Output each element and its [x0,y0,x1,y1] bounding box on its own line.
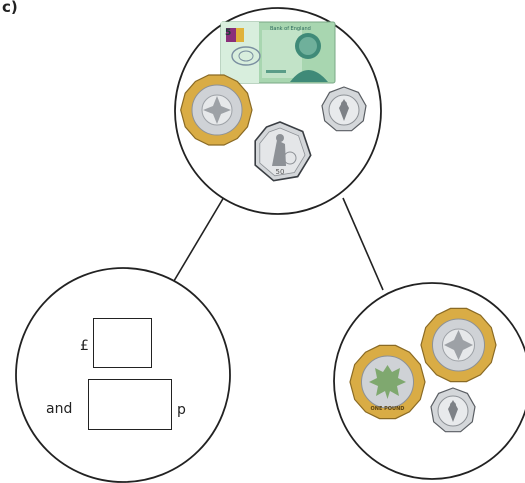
pence-symbol: p [177,402,186,418]
question-label: c) [2,0,18,16]
pence-answer-box[interactable] [88,379,172,430]
connector-line-right [342,197,384,291]
five-pound-note: 5 Bank of England [220,21,336,84]
fifty-pence-coin: 50 [254,121,312,182]
part-circle-left [15,267,231,483]
and-label: and [46,401,73,417]
pounds-answer-box[interactable] [93,318,152,368]
svg-text:5: 5 [225,28,231,38]
pound-coin-right-top [420,307,497,383]
svg-text:Bank of England: Bank of England [270,26,311,32]
svg-text:ONE POUND: ONE POUND [371,406,405,412]
twenty-pence-coin-right [430,387,476,433]
pound-coin-top [180,74,253,146]
pounds-symbol: £ [80,338,89,354]
pound-coin-right-bottom: ONE POUND [349,344,426,420]
twenty-pence-coin-top [321,86,367,132]
svg-text:50: 50 [276,168,285,176]
connector-line-left [167,196,225,292]
